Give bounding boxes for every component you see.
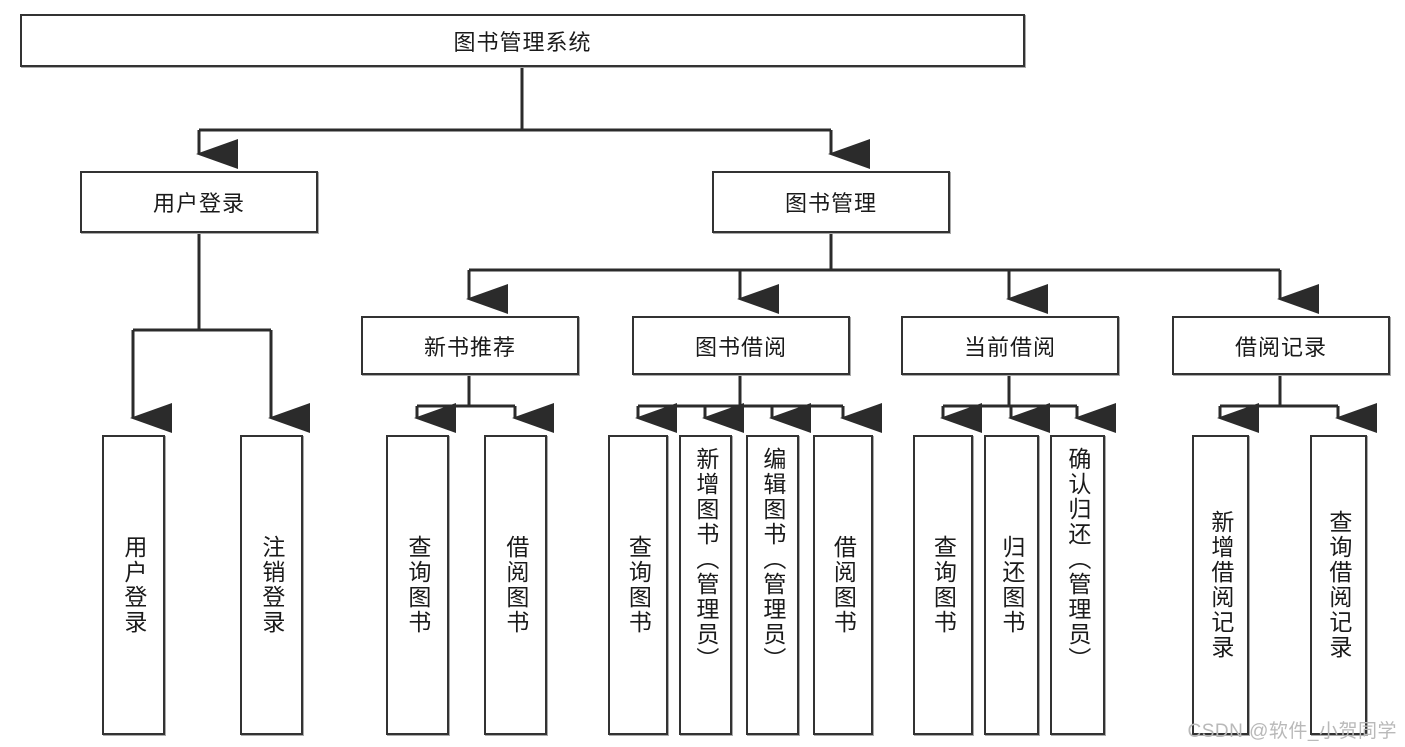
node-leaf-query-book-borrow[interactable]: 查询图书 (608, 435, 668, 735)
node-leaf-confirm-return-admin-label: 确认归还（管理员） (1064, 447, 1091, 672)
node-book-management[interactable]: 图书管理 (712, 171, 950, 233)
node-leaf-return-book-label: 归还图书 (998, 535, 1025, 635)
node-leaf-query-book-rec-label: 查询图书 (404, 535, 431, 635)
node-leaf-user-login[interactable]: 用户登录 (102, 435, 165, 735)
node-leaf-edit-book-admin-label: 编辑图书（管理员） (759, 447, 786, 672)
node-borrow-record-label: 借阅记录 (1234, 334, 1327, 360)
node-user-login-label: 用户登录 (152, 191, 245, 216)
node-leaf-add-borrow-record-label: 新增借阅记录 (1207, 510, 1234, 660)
node-root-label: 图书管理系统 (453, 29, 592, 55)
node-current-borrow[interactable]: 当前借阅 (901, 316, 1119, 375)
node-leaf-query-book-current-label: 查询图书 (930, 535, 957, 635)
node-leaf-add-book-admin[interactable]: 新增图书（管理员） (679, 435, 732, 735)
node-leaf-borrow-book-rec-label: 借阅图书 (502, 535, 529, 635)
node-leaf-user-logout[interactable]: 注销登录 (240, 435, 303, 735)
node-leaf-borrow-book-rec[interactable]: 借阅图书 (484, 435, 547, 735)
node-leaf-query-book-rec[interactable]: 查询图书 (386, 435, 449, 735)
node-leaf-edit-book-admin[interactable]: 编辑图书（管理员） (746, 435, 799, 735)
node-book-borrow-label: 图书借阅 (694, 334, 787, 360)
node-leaf-query-borrow-record-label: 查询借阅记录 (1325, 510, 1352, 660)
node-new-book-recommend[interactable]: 新书推荐 (361, 316, 579, 375)
node-leaf-borrow-book-label: 借阅图书 (830, 535, 857, 635)
node-user-login[interactable]: 用户登录 (80, 171, 318, 233)
node-book-borrow[interactable]: 图书借阅 (632, 316, 850, 375)
node-leaf-confirm-return-admin[interactable]: 确认归还（管理员） (1050, 435, 1105, 735)
node-leaf-user-login-label: 用户登录 (120, 535, 147, 635)
node-leaf-user-logout-label: 注销登录 (258, 535, 285, 635)
node-leaf-query-borrow-record[interactable]: 查询借阅记录 (1310, 435, 1367, 735)
node-new-book-recommend-label: 新书推荐 (423, 334, 516, 360)
node-current-borrow-label: 当前借阅 (963, 334, 1056, 360)
node-root[interactable]: 图书管理系统 (20, 14, 1025, 67)
node-leaf-query-book-current[interactable]: 查询图书 (913, 435, 973, 735)
node-book-management-label: 图书管理 (784, 191, 877, 216)
node-leaf-add-book-admin-label: 新增图书（管理员） (692, 447, 719, 672)
node-leaf-add-borrow-record[interactable]: 新增借阅记录 (1192, 435, 1249, 735)
node-leaf-return-book[interactable]: 归还图书 (984, 435, 1039, 735)
node-borrow-record[interactable]: 借阅记录 (1172, 316, 1390, 375)
node-leaf-borrow-book[interactable]: 借阅图书 (813, 435, 873, 735)
node-leaf-query-book-borrow-label: 查询图书 (625, 535, 652, 635)
csdn-watermark: CSDN @软件_小贺同学 (1187, 721, 1397, 742)
